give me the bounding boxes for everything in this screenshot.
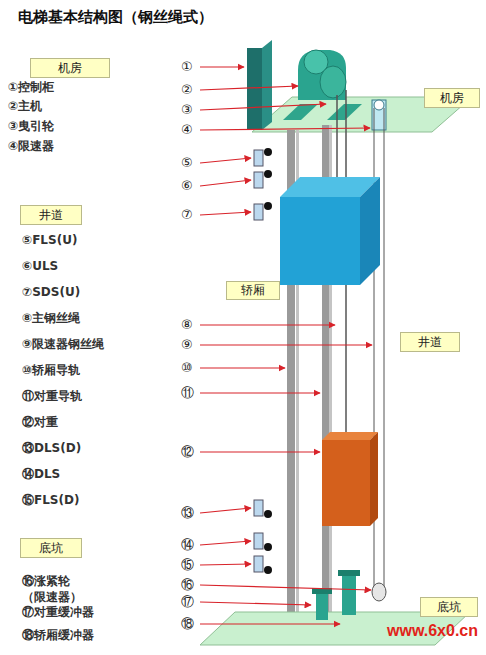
- leader-arrow: [200, 541, 251, 545]
- part-name: ⑰对重缓冲器: [22, 604, 94, 620]
- elevator-car: [280, 197, 360, 285]
- title: 电梯基本结构图（钢丝绳式）: [18, 8, 213, 27]
- leader-arrow: [200, 623, 340, 624]
- part-name: ⑭DLS: [22, 466, 60, 482]
- callout-number: ②: [181, 81, 193, 99]
- area-label: 轿厢: [241, 282, 265, 299]
- control-cabinet-side: [262, 40, 272, 130]
- part-name: ⑬DLS(D): [22, 440, 81, 456]
- leader-arrow: [200, 212, 251, 215]
- part-name: ⑩轿厢导轨: [22, 362, 80, 378]
- watermark: www.6x0.cn: [387, 620, 478, 642]
- callout-number: ①: [181, 58, 193, 76]
- callout-number: ③: [181, 101, 193, 119]
- part-name: ⑨限速器钢丝绳: [22, 336, 104, 352]
- car-side: [360, 177, 380, 285]
- control-cabinet: [247, 48, 262, 130]
- leader-arrow: [200, 344, 372, 345]
- leader-arrow: [200, 508, 251, 513]
- part-name: ②主机: [8, 98, 42, 114]
- area-label: 机房: [58, 60, 82, 77]
- tension-wheel: [372, 583, 386, 601]
- governor-sheave: [374, 100, 384, 110]
- area-label: 底坑: [39, 540, 63, 557]
- part-name: ⑱轿厢缓冲器: [22, 627, 94, 643]
- callout-number: ⑩: [181, 359, 193, 377]
- limit-switch: [254, 150, 263, 572]
- callout-number: ⑪: [181, 384, 194, 402]
- leader-arrow: [200, 158, 251, 163]
- area-label: 机房: [440, 90, 464, 107]
- leader-arrow: [200, 104, 326, 110]
- callout-number: ⑤: [181, 154, 193, 172]
- callout-number: ⑭: [181, 536, 194, 554]
- traction-sheave: [320, 66, 346, 98]
- leader-arrow: [200, 180, 251, 186]
- leader-arrow: [200, 66, 244, 67]
- buffer-cap: [338, 570, 360, 576]
- callout-number: ⑦: [181, 206, 193, 224]
- leader-arrow: [200, 392, 320, 393]
- leader-arrow: [200, 451, 320, 452]
- traction-machine: [298, 50, 346, 100]
- area-label: 井道: [39, 207, 63, 224]
- callout-number: ⑬: [181, 504, 194, 522]
- leader-arrow: [200, 585, 371, 590]
- leader-arrow: [200, 564, 251, 565]
- leader-arrow: [200, 86, 298, 90]
- bed-plate: [283, 104, 318, 120]
- part-name: ⑮FLS(D): [22, 492, 79, 508]
- callout-number: ⑫: [181, 443, 194, 461]
- leader-arrow: [200, 602, 311, 605]
- part-name: ⑯涨紧轮 （限速器）: [22, 573, 92, 605]
- counterweight-top: [322, 432, 378, 440]
- counterweight-buffer: [342, 575, 356, 615]
- callout-number: ⑯: [181, 576, 194, 594]
- leader-arrow: [200, 367, 285, 368]
- counterweight-side: [370, 432, 378, 526]
- part-name: ⑪对重导轨: [22, 388, 82, 404]
- area-label: 井道: [418, 334, 442, 351]
- part-name: ③曳引轮: [8, 118, 54, 134]
- leader-arrow: [200, 128, 370, 130]
- area-label-box: 机房: [30, 58, 110, 78]
- area-label-box: 底坑: [420, 597, 478, 617]
- area-label-box: 轿厢: [226, 281, 280, 300]
- part-name: ⑥ULS: [22, 258, 58, 274]
- area-label-box: 井道: [400, 332, 460, 352]
- area-label: 底坑: [437, 599, 461, 616]
- switch-roller: [264, 148, 272, 574]
- part-name: ⑤FLS(U): [22, 232, 77, 248]
- part-name: ⑧主钢丝绳: [22, 310, 80, 326]
- callout-number: ⑨: [181, 336, 193, 354]
- callout-number: ⑥: [181, 177, 193, 195]
- area-label-box: 机房: [424, 88, 480, 108]
- part-name: ⑦SDS(U): [22, 284, 80, 300]
- callout-number: ⑮: [181, 556, 194, 574]
- callout-number: ⑱: [181, 615, 194, 633]
- callout-number: ⑰: [181, 593, 194, 611]
- callout-number: ④: [181, 121, 193, 139]
- area-label-box: 底坑: [20, 538, 82, 558]
- leader-arrow: [200, 324, 335, 325]
- governor-rope: [384, 108, 385, 588]
- part-name: ⑫对重: [22, 414, 58, 430]
- part-name: ④限速器: [8, 138, 54, 154]
- counterweight: [322, 440, 370, 526]
- car-buffer: [316, 592, 328, 620]
- callout-number: ⑧: [181, 316, 193, 334]
- area-label-box: 井道: [20, 205, 82, 225]
- bed-plate: [327, 104, 362, 120]
- part-name: ①控制柜: [8, 79, 54, 95]
- main-rope: [336, 95, 338, 190]
